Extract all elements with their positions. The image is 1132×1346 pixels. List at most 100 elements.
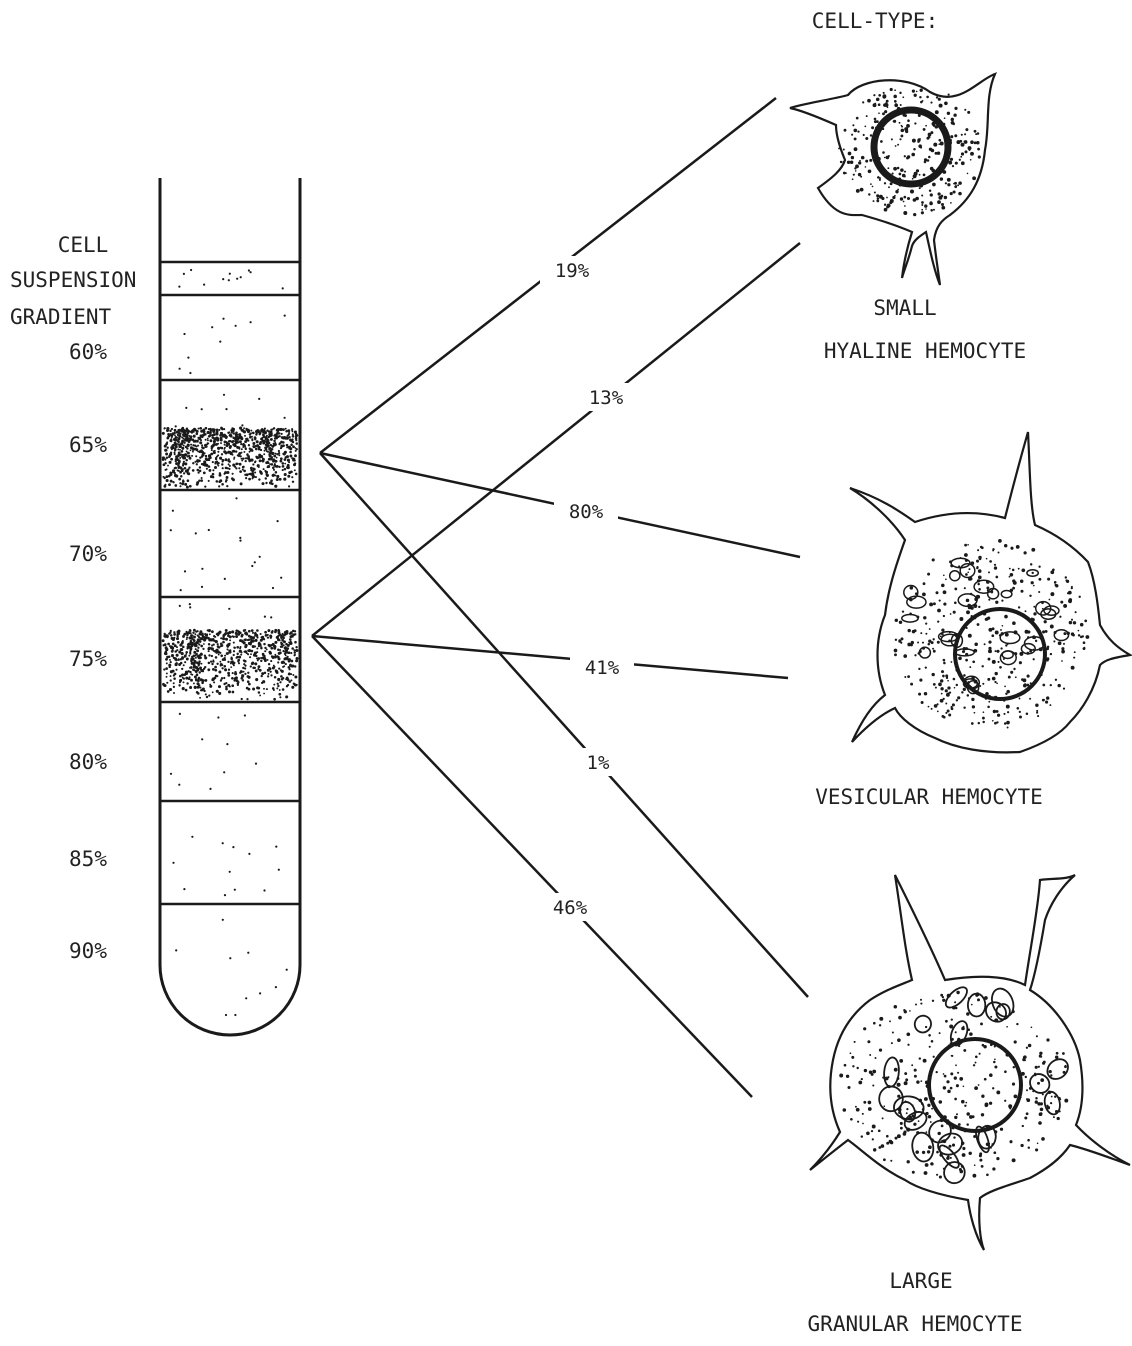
band-dot [211,447,213,449]
band-dot [243,629,246,632]
granule-dot [997,661,999,663]
band-dot [195,648,197,650]
granule-dot [941,1125,944,1128]
granule-dot [969,1115,973,1119]
band-dot [196,673,198,675]
granule-dot [909,1010,911,1012]
band-dot [211,453,213,455]
band-dot [184,654,187,657]
granule-dot [876,199,879,202]
band-dot [244,446,246,448]
granule-dot [946,1080,949,1083]
band-dot [204,433,206,435]
band-dot [232,464,235,467]
granule-dot [989,560,992,563]
granule-dot [942,999,945,1002]
band-dot [285,430,288,433]
granule-dot [845,172,847,174]
granule-dot [1018,568,1020,570]
granule-dot [1045,630,1048,633]
granule-dot [864,126,866,128]
band-dot [276,453,278,455]
granule-dot [1012,1158,1016,1162]
granule-dot [971,561,975,565]
granule-dot [999,1006,1001,1008]
band-dot [284,451,287,454]
band-dot [167,465,169,467]
granule-dot [907,1160,910,1163]
band-dot [294,430,297,433]
band-dot [162,456,165,459]
granule-dot [901,637,904,640]
band-dot [238,448,240,450]
vesicle [907,596,926,608]
granule-dot [880,140,883,143]
band-dot [176,634,178,636]
granule-dot [911,1064,913,1066]
band-dot [215,640,218,643]
granule-dot [950,135,953,138]
band-dot [218,685,221,688]
stipple-dot [183,333,185,335]
band-dot [264,428,266,430]
granule-dot [902,610,904,612]
band-dot [224,451,227,454]
granule-dot [978,569,982,573]
band-dot [207,637,210,640]
granule-dot [927,573,930,576]
granule-dot [879,179,881,181]
granule-dot [992,677,996,681]
band-dot [257,457,259,459]
granule-dot [1047,1106,1050,1109]
granule-dot [872,186,874,188]
band-dot [243,659,245,661]
granule-dot [961,143,965,147]
granule-dot [971,722,974,725]
granule-dot [1034,1073,1036,1075]
band-dot [248,638,250,640]
granule-dot [1033,658,1035,660]
band-dot [260,660,262,662]
granule-dot [1004,722,1007,725]
granule-dot [1006,1026,1008,1028]
band-dot [296,657,299,660]
band-dot [243,427,245,429]
band-dot [255,476,257,478]
granule-dot [925,125,927,127]
granule-dot [895,639,897,641]
granule-dot [1064,1099,1068,1103]
band-dot [276,687,278,689]
band-dot [242,679,244,681]
band-dot [185,671,188,674]
granule-dot [981,1165,984,1168]
granule-dot [848,152,852,156]
granule-dot [978,588,981,591]
band-dot [189,686,192,689]
granule-dot [1038,578,1041,581]
band-dot [205,457,208,460]
band-dot [169,632,171,634]
band-dot [252,645,255,648]
granule-dot [872,1070,876,1074]
granule-dot [985,1104,988,1107]
granule-dot [903,211,907,215]
granule-dot [878,1146,881,1149]
band-dot [233,458,235,460]
band-dot [267,669,270,672]
granule-dot [906,157,909,160]
band-dot [250,653,252,655]
granule-dot [1001,599,1003,601]
band-dot [240,443,242,445]
granule-dot [889,1020,891,1022]
band-dot [233,654,235,656]
band-dot [183,441,185,443]
granule-dot [1030,682,1032,684]
band-dot [275,471,278,474]
granule-dot [1032,1090,1034,1092]
granule-dot [1043,1061,1046,1064]
band-dot [209,439,212,442]
granule-dot [971,677,975,681]
granule-dot [947,686,950,689]
band-dot [220,439,223,442]
granule-dot [971,1038,974,1041]
